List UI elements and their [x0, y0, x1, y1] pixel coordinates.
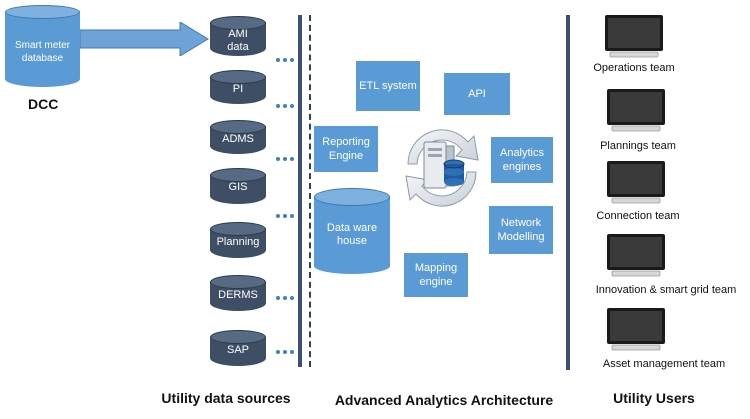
operations-team-label: Operations team [593, 62, 675, 74]
users-separator [566, 15, 570, 370]
sources-separator [298, 15, 302, 367]
connector-dots [276, 214, 294, 218]
asset-management-team-label: Asset management team [602, 358, 726, 370]
data-warehouse: Data ware house [314, 188, 390, 274]
monitor-icon [607, 89, 665, 132]
source-derms: DERMS [210, 275, 266, 311]
plannings-team-label: Plannings team [600, 140, 676, 152]
smart-meter-database-label: Smart meter database [14, 40, 70, 64]
monitor-icon [605, 15, 663, 58]
monitor-icon [607, 161, 665, 204]
reporting-engine-box: Reporting Engine [314, 126, 378, 172]
innovation-team-label: Innovation & smart grid team [595, 284, 737, 296]
smart-meter-database: Smart meter database [5, 5, 80, 87]
network-modelling-box: Network Modelling [489, 206, 553, 254]
source-sap: SAP [210, 330, 266, 366]
dashed-separator [309, 15, 311, 367]
source-derms-label: DERMS [218, 289, 258, 301]
mapping-engine-box: Mapping engine [404, 253, 468, 297]
source-ami-data: AMI data [210, 16, 266, 56]
source-sap-label: SAP [226, 344, 249, 356]
connector-dots [276, 58, 294, 62]
source-pi-label: PI [232, 83, 244, 95]
dcc-to-ami-arrow [80, 22, 209, 56]
connection-team-label: Connection team [596, 210, 680, 222]
analytics-engines-box: Analytics engines [491, 137, 553, 183]
connector-dots [276, 296, 294, 300]
source-gis: GIS [210, 168, 266, 204]
server-icon [423, 141, 465, 189]
source-planning: Planning [210, 222, 266, 258]
source-gis-label: GIS [228, 181, 248, 193]
source-pi: PI [210, 70, 266, 104]
source-planning-label: Planning [216, 236, 260, 248]
data-warehouse-label: Data ware house [326, 222, 378, 247]
api-box: API [444, 73, 510, 115]
dcc-label: DCC [28, 96, 59, 112]
connector-dots [276, 104, 294, 108]
utility-data-sources-title: Utility data sources [161, 390, 291, 406]
source-ami-data-label: AMI data [227, 28, 249, 53]
advanced-analytics-architecture-title: Advanced Analytics Architecture [334, 392, 554, 408]
utility-users-title: Utility Users [613, 390, 695, 406]
etl-system-box: ETL system [356, 61, 420, 111]
connector-dots [276, 350, 294, 354]
source-adms-label: ADMS [222, 133, 254, 145]
source-adms: ADMS [210, 120, 266, 154]
monitor-icon [607, 234, 665, 277]
monitor-icon [607, 308, 665, 351]
connector-dots [276, 157, 294, 161]
